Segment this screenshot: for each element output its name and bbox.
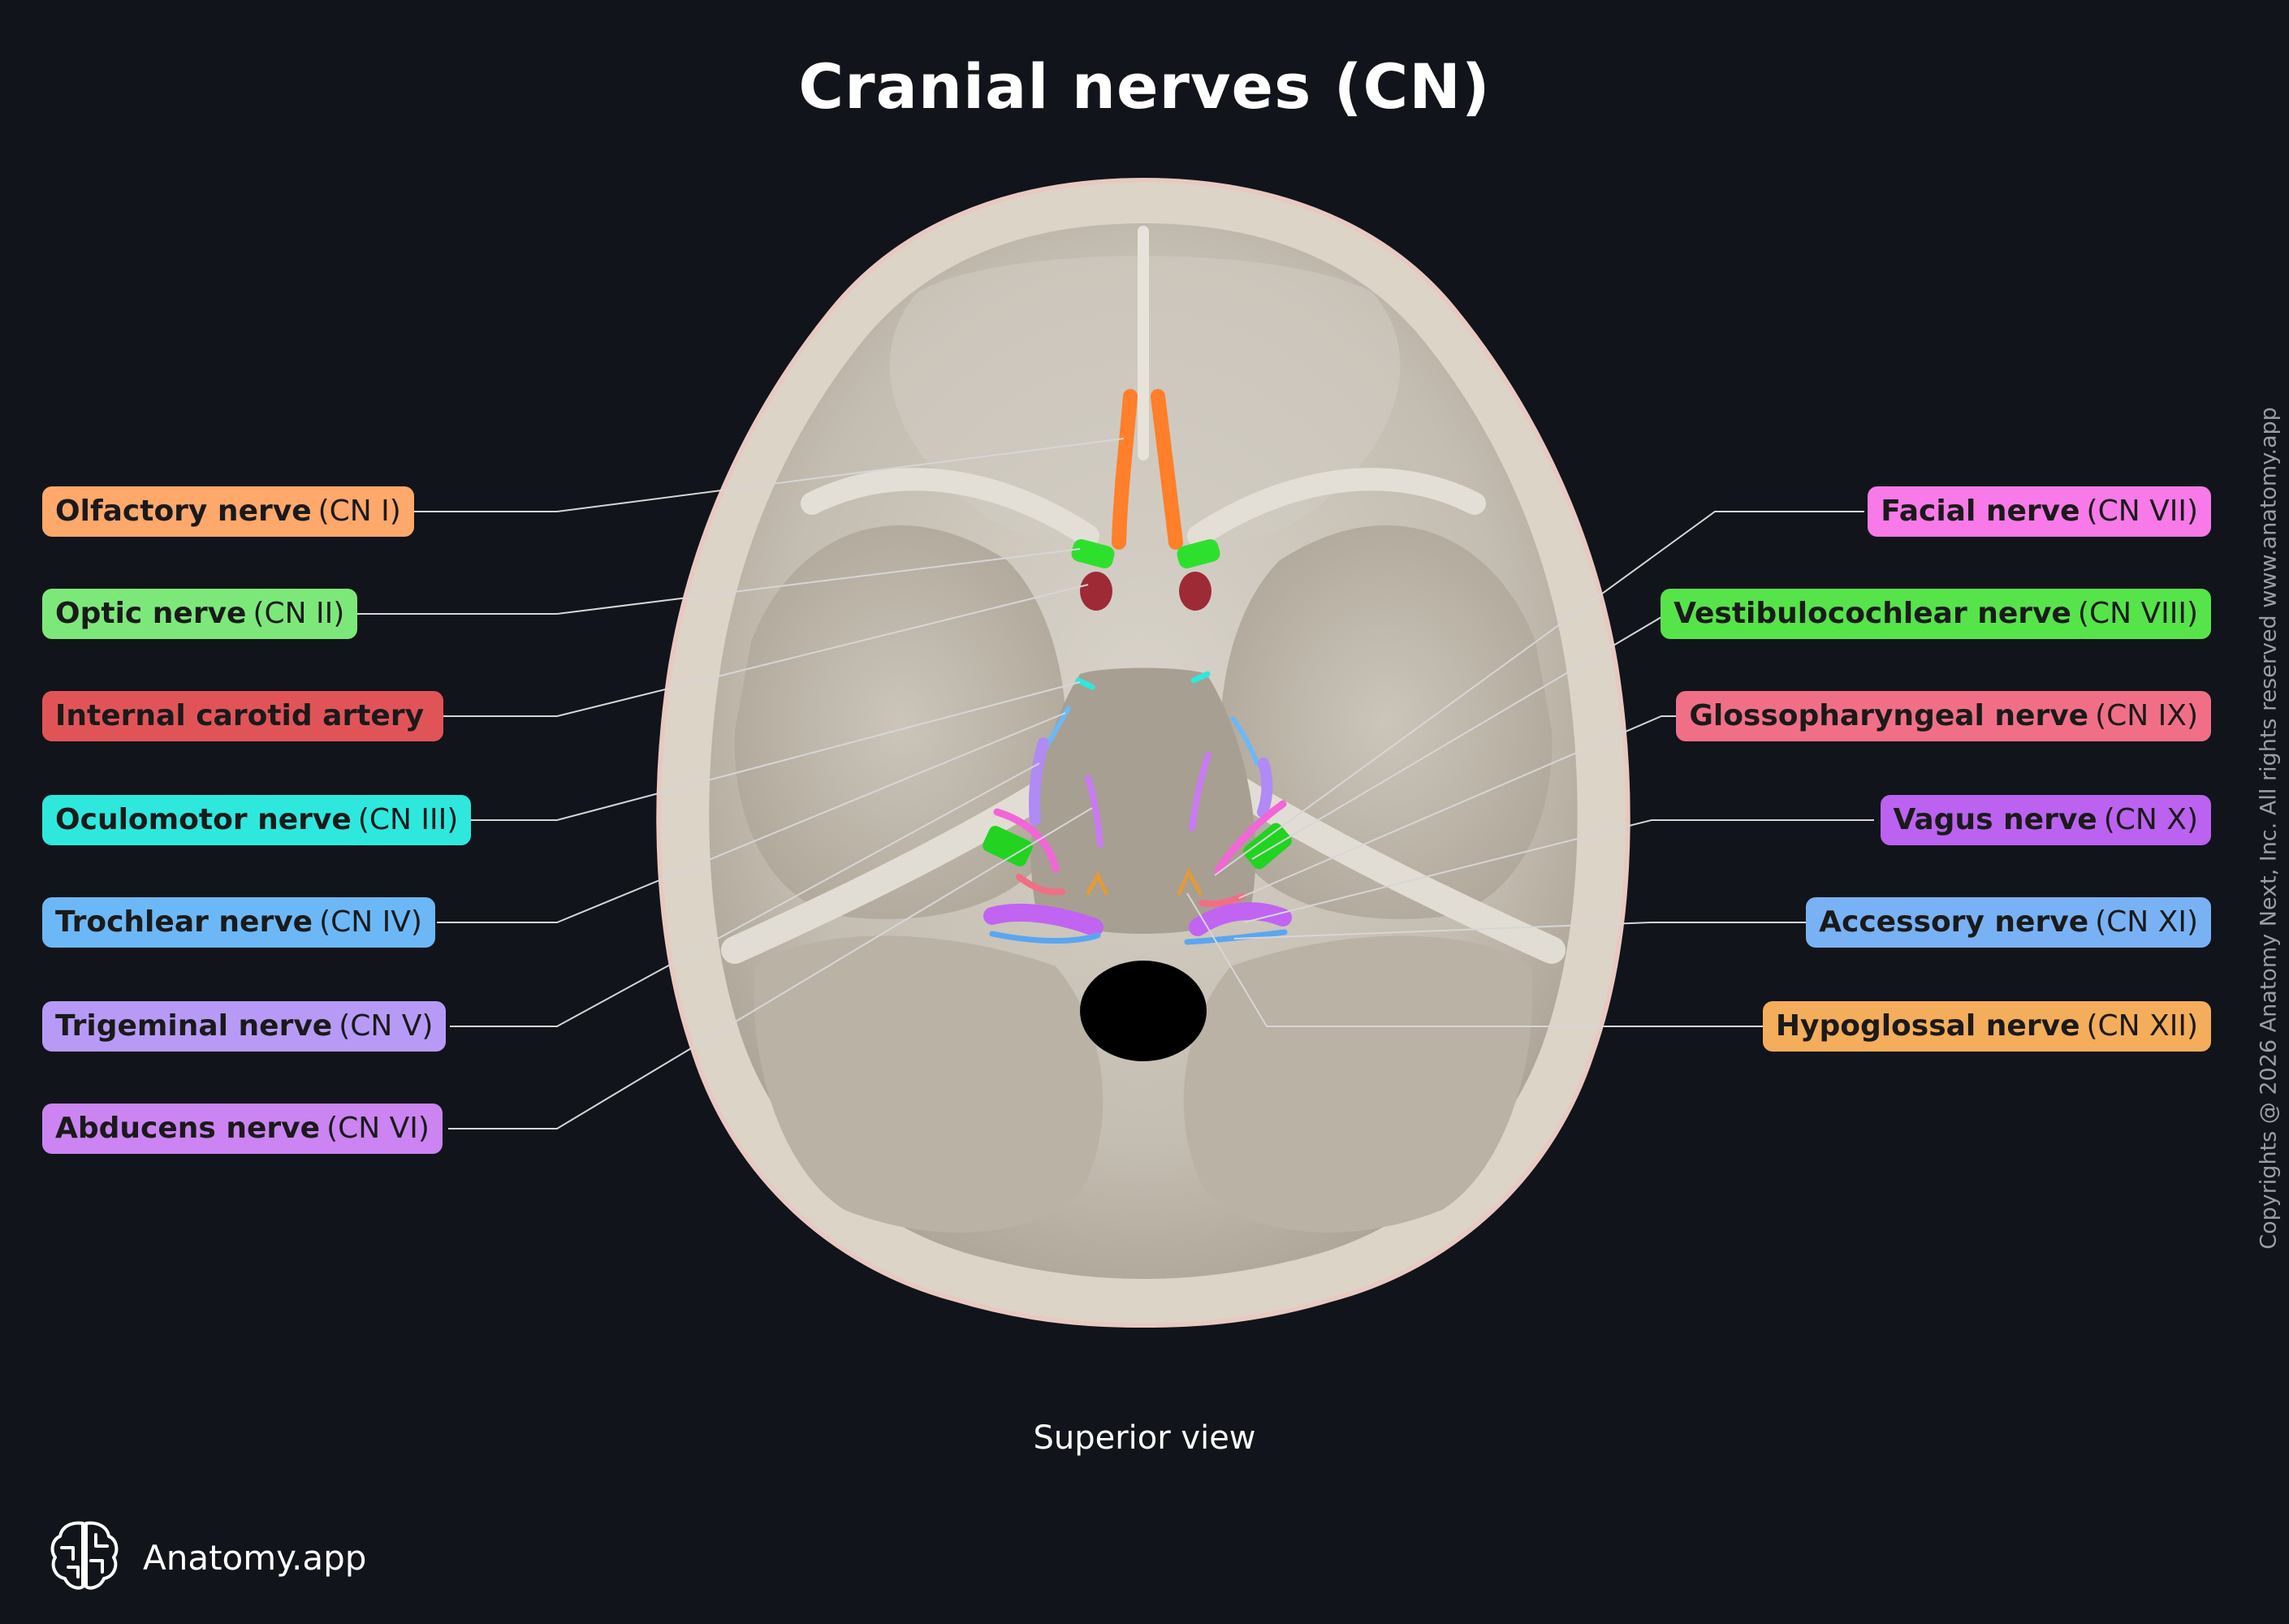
label-name: Vagus nerve [1893, 803, 2097, 836]
olfactory-nerve-left [1112, 389, 1138, 550]
label-name: Optic nerve [55, 597, 247, 630]
leader-line-trigeminal [450, 762, 1040, 1027]
oculomotor-nerve-left [1075, 677, 1095, 690]
right-posterior-cranial-fossa [1183, 935, 1533, 1233]
leader-line-vagus [1243, 819, 1874, 923]
label-trochlear-nerve: Trochlear nerve(CN IV) [42, 897, 435, 948]
accessory-nerve-right [1184, 929, 1288, 945]
label-cn: (CN VI) [326, 1112, 430, 1145]
label-name: Vestibulocochlear nerve [1674, 597, 2071, 630]
leader-line-accessory [1233, 922, 1806, 939]
leader-line-oculomotor [469, 681, 1081, 821]
label-abducens-nerve: Abducens nerve(CN VI) [42, 1104, 443, 1154]
label-cn: (CN X) [2103, 803, 2198, 836]
leader-line-glossopharyngeal [1238, 715, 1678, 899]
left-posterior-cranial-fossa [754, 935, 1103, 1233]
label-name: Accessory nerve [1819, 905, 2089, 939]
hypoglossal-nerve-left [1086, 870, 1108, 896]
accessory-nerve-left [989, 931, 1101, 944]
label-cn: (CN II) [253, 597, 345, 630]
label-optic-nerve: Optic nerve(CN II) [42, 589, 358, 639]
label-cn: (CN I) [317, 495, 401, 528]
label-vagus-nerve: Vagus nerve(CN X) [1880, 795, 2211, 845]
label-cn: (CN XI) [2095, 905, 2198, 939]
trochlear-nerve-right [1230, 716, 1259, 766]
label-name: Hypoglossal nerve [1775, 1009, 2080, 1043]
clivus [1030, 667, 1256, 934]
page-title: Cranial nerves (CN) [798, 50, 1491, 123]
label-vestibulocochlear-nerve: Vestibulocochlear nerve(CN VIII) [1661, 589, 2211, 639]
leader-line-optic [356, 548, 1081, 615]
copyright-notice: Copyrights @ 2026 Anatomy Next, Inc. All… [2256, 407, 2282, 1250]
left-petrous-ridge [721, 766, 1078, 964]
label-accessory-nerve: Accessory nerve(CN XI) [1806, 897, 2211, 948]
facial-nerve-right [1214, 800, 1287, 875]
optic-nerve-right [1177, 538, 1220, 569]
label-name: Trigeminal nerve [55, 1009, 333, 1043]
vagus-nerve-left [983, 904, 1103, 936]
glossopharyngeal-nerve-left [1016, 874, 1065, 896]
oculomotor-nerve-right [1190, 671, 1211, 684]
label-name: Olfactory nerve [55, 495, 312, 528]
view-caption: Superior view [1033, 1419, 1256, 1457]
leader-line-facial [1214, 511, 1864, 876]
label-cn: (CN VII) [2086, 495, 2198, 528]
label-olfactory-nerve: Olfactory nerve(CN I) [42, 486, 414, 537]
label-trigeminal-nerve: Trigeminal nerve(CN V) [42, 1001, 447, 1052]
leader-line-trochlear [437, 712, 1066, 923]
label-cn: (CN XII) [2086, 1009, 2199, 1043]
label-internal-carotid-artery: Internal carotid artery [42, 691, 444, 741]
label-cn: (CN V) [339, 1009, 434, 1043]
brand[interactable]: Anatomy.app [44, 1517, 366, 1598]
label-name: Oculomotor nerve [55, 803, 352, 836]
optic-nerve-left [1071, 538, 1115, 569]
brain-logo-icon [44, 1515, 125, 1600]
trigeminal-nerve-left [1028, 737, 1049, 826]
label-cn: (CN IX) [2095, 699, 2198, 732]
internal-carotid-artery-right [1179, 572, 1211, 611]
label-cn: (CN IV) [319, 905, 422, 939]
right-lesser-wing [1187, 468, 1486, 547]
label-glossopharyngeal-nerve: Glossopharyngeal nerve(CN IX) [1676, 691, 2211, 741]
olfactory-nerve-right [1151, 389, 1183, 550]
left-lesser-wing [801, 468, 1099, 547]
foramen-magnum [1080, 961, 1207, 1061]
leader-line-olfactory [414, 438, 1125, 512]
leader-line-abducens [448, 807, 1093, 1129]
hypoglossal-nerve-right [1177, 867, 1203, 896]
leader-line-hypoglossal [1186, 892, 1766, 1027]
brand-name: Anatomy.app [143, 1537, 367, 1578]
abducens-nerve-right [1189, 752, 1211, 831]
vestibulocochlear-nerve-left [983, 825, 1033, 867]
abducens-nerve-left [1085, 775, 1103, 848]
label-facial-nerve: Facial nerve(CN VII) [1868, 486, 2211, 537]
leader-line-internal-carotid [421, 584, 1089, 717]
label-name: Trochlear nerve [55, 905, 313, 939]
label-cn: (CN VIII) [2077, 597, 2198, 630]
trigeminal-nerve-right [1257, 758, 1273, 818]
label-name: Abducens nerve [55, 1112, 321, 1145]
label-name: Glossopharyngeal nerve [1689, 699, 2089, 732]
internal-carotid-artery-left [1080, 572, 1112, 611]
label-name: Facial nerve [1881, 495, 2080, 528]
label-name: Internal carotid artery [55, 699, 425, 732]
label-oculomotor-nerve: Oculomotor nerve(CN III) [42, 795, 472, 845]
label-cn: (CN III) [357, 803, 459, 836]
glossopharyngeal-nerve-right [1198, 893, 1246, 908]
facial-nerve-left [993, 808, 1060, 873]
label-hypoglossal-nerve: Hypoglossal nerve(CN XII) [1762, 1001, 2211, 1052]
